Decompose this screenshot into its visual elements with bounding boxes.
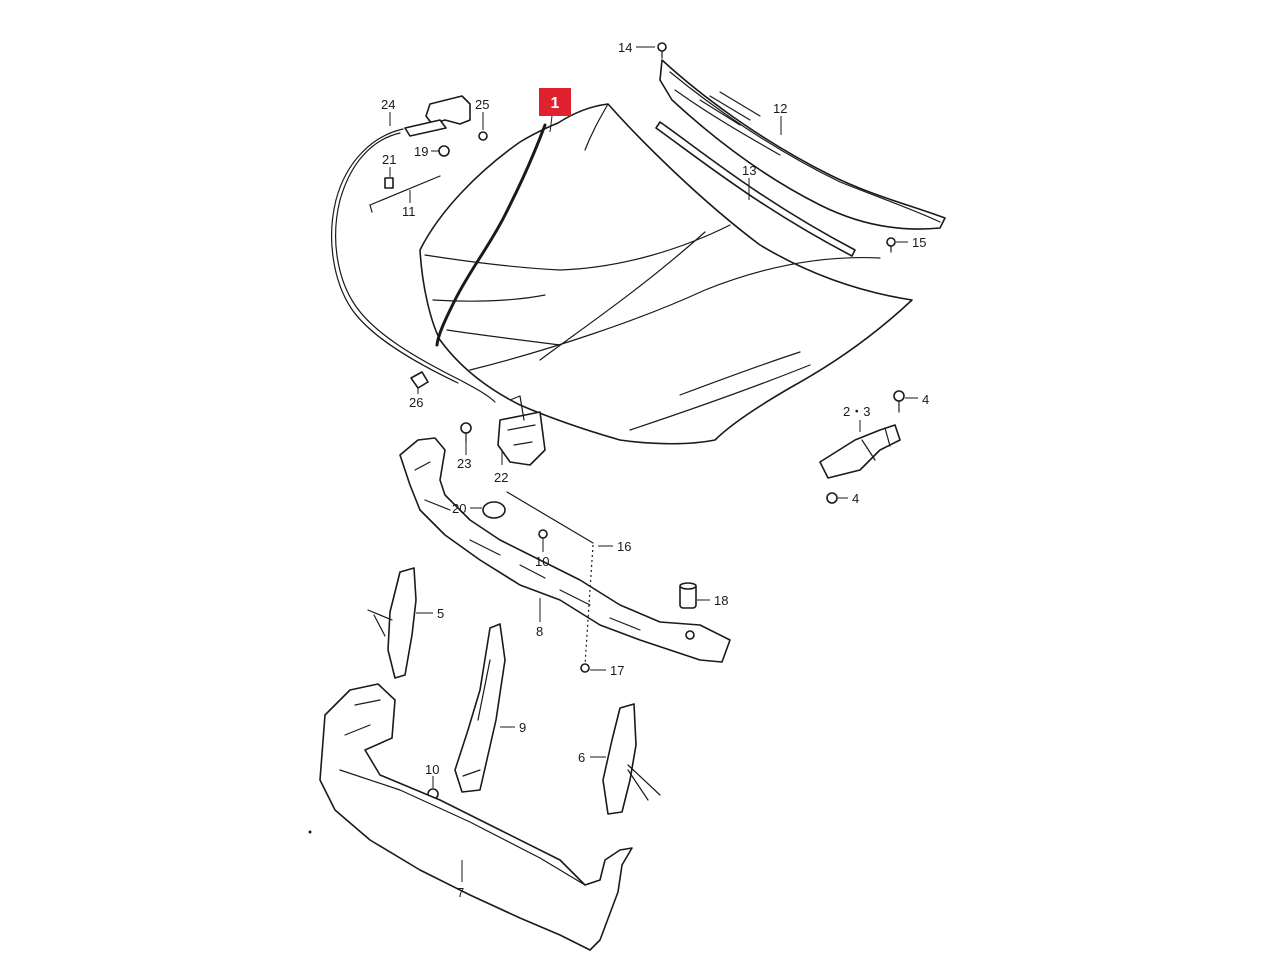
bolt-10-upper-icon[interactable] xyxy=(538,529,548,539)
bolt-4-lower-icon[interactable] xyxy=(826,492,838,504)
callout-7: 7 xyxy=(457,885,464,900)
hood-panel[interactable] xyxy=(419,103,913,445)
callout-18: 18 xyxy=(714,593,728,608)
callout-16: 16 xyxy=(617,539,631,554)
callout-23: 23 xyxy=(457,456,471,471)
callout-labels: 14 12 13 15 24 25 21 19 11 26 23 22 2・3 … xyxy=(308,40,929,900)
bolt-25-icon[interactable] xyxy=(478,131,488,141)
callout-label: 1 xyxy=(551,95,560,112)
hood-release-cable[interactable] xyxy=(331,128,496,403)
radiator-side-member-6[interactable] xyxy=(602,703,661,815)
callout-14: 14 xyxy=(618,40,632,55)
stray-dot xyxy=(308,830,312,834)
lower-radiator-support[interactable] xyxy=(319,683,633,951)
callout-4-lower: 4 xyxy=(852,491,859,506)
callout-10-upper: 10 xyxy=(535,554,549,569)
rubber-buffer-18-icon[interactable] xyxy=(679,582,697,609)
callout-9: 9 xyxy=(519,720,526,735)
callout-6: 6 xyxy=(578,750,585,765)
callout-17: 17 xyxy=(610,663,624,678)
callout-20: 20 xyxy=(452,501,466,516)
callout-1-highlight[interactable]: 1 xyxy=(539,88,571,133)
callout-10-lower: 10 xyxy=(425,762,439,777)
hood-release-handle[interactable] xyxy=(404,95,471,137)
bolt-4-upper-icon[interactable] xyxy=(893,390,905,413)
cable-clip-21-icon[interactable] xyxy=(384,177,394,189)
clip-14-icon[interactable] xyxy=(657,42,667,59)
callout-19: 19 xyxy=(414,144,428,159)
callout-25: 25 xyxy=(475,97,489,112)
stay-rod-16[interactable] xyxy=(506,491,594,666)
callout-22: 22 xyxy=(494,470,508,485)
callout-2-3: 2・3 xyxy=(843,404,870,419)
callout-26: 26 xyxy=(409,395,423,410)
callout-8: 8 xyxy=(536,624,543,639)
radiator-side-member-9[interactable] xyxy=(454,623,506,793)
grommet-26-icon[interactable] xyxy=(410,371,429,389)
cap-20-icon[interactable] xyxy=(482,501,506,519)
clip-15-icon[interactable] xyxy=(886,237,896,253)
callout-4-upper: 4 xyxy=(922,392,929,407)
radiator-side-member-5[interactable] xyxy=(367,567,417,679)
callout-24: 24 xyxy=(381,97,395,112)
upper-radiator-support[interactable] xyxy=(399,437,731,663)
hood-hinge[interactable] xyxy=(819,424,901,479)
cable-clip-19-icon[interactable] xyxy=(438,145,450,157)
hood-weatherstrip[interactable] xyxy=(655,121,856,257)
hood-lock-assembly[interactable] xyxy=(497,395,546,466)
callout-13: 13 xyxy=(742,163,756,178)
bolt-23-icon[interactable] xyxy=(460,422,472,443)
screw-17-icon[interactable] xyxy=(580,663,590,673)
callout-15: 15 xyxy=(912,235,926,250)
callout-12: 12 xyxy=(773,101,787,116)
hood-prop-rod[interactable] xyxy=(369,175,441,213)
callout-5: 5 xyxy=(437,606,444,621)
callout-21: 21 xyxy=(382,152,396,167)
cowl-top-panel[interactable] xyxy=(659,59,946,230)
callout-11: 11 xyxy=(402,204,416,219)
